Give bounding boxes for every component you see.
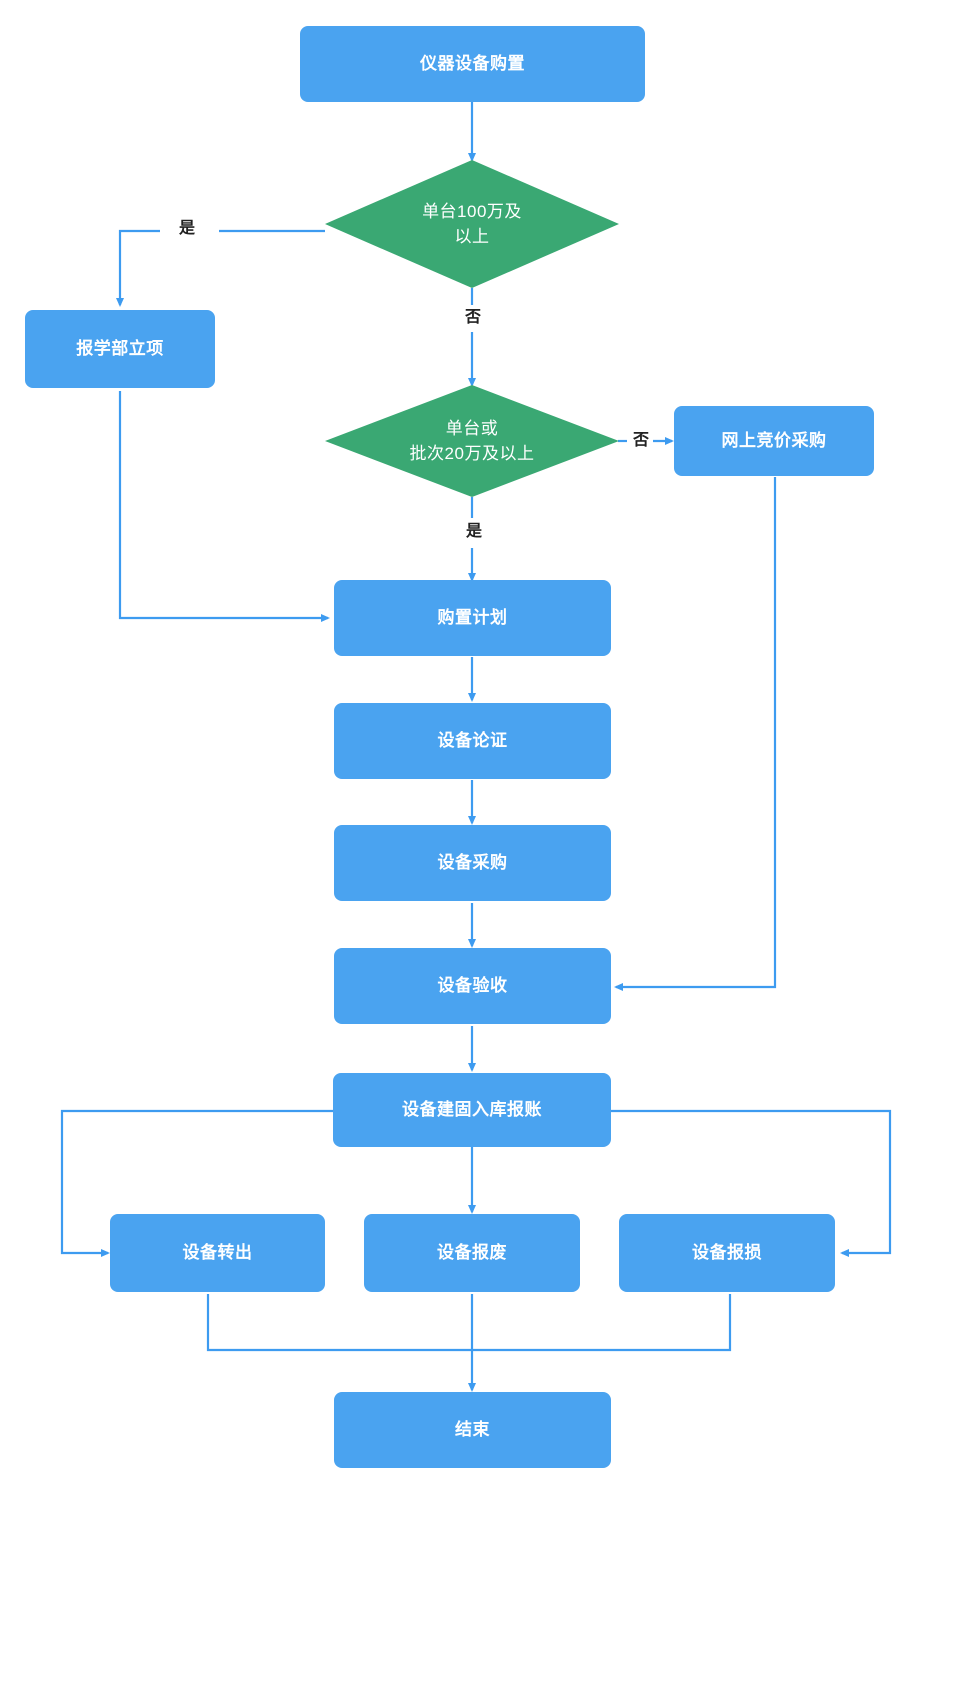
edge-bidding-to-acceptance xyxy=(614,477,777,991)
edge-label-yes-20w: 是 xyxy=(462,524,487,540)
decision-100w-shape xyxy=(325,160,619,288)
node-end[interactable]: 结束 xyxy=(334,1392,611,1468)
node-purchase-plan-label: 购置计划 xyxy=(437,607,508,627)
node-decision-20w-label: 单台或 批次20万及以上 xyxy=(409,418,535,464)
node-online-bidding-label: 网上竞价采购 xyxy=(721,430,827,450)
node-equipment-transfer-out-label: 设备转出 xyxy=(182,1242,253,1262)
node-equipment-review-label: 设备论证 xyxy=(437,730,508,750)
node-equipment-transfer-out[interactable]: 设备转出 xyxy=(110,1214,325,1292)
edge-decision100w-yes-to-faculty xyxy=(116,229,160,307)
node-end-label: 结束 xyxy=(455,1419,490,1439)
node-decision-20w[interactable]: 单台或 批次20万及以上 xyxy=(325,385,619,497)
node-purchase-plan[interactable]: 购置计划 xyxy=(334,580,611,656)
node-equipment-review[interactable]: 设备论证 xyxy=(334,703,611,779)
node-report-faculty[interactable]: 报学部立项 xyxy=(25,310,215,388)
edge-join-transfer-loss xyxy=(206,1294,732,1352)
node-asset-registration[interactable]: 设备建固入库报账 xyxy=(333,1073,611,1147)
edge-label-no-20w: 否 xyxy=(629,433,654,449)
edge-faculty-to-plan xyxy=(118,391,330,622)
node-report-faculty-label: 报学部立项 xyxy=(76,338,164,358)
node-decision-100w-label: 单台100万及 以上 xyxy=(422,201,522,247)
node-equipment-loss-label: 设备报损 xyxy=(692,1242,762,1262)
edge-label-no-100w: 否 xyxy=(461,310,486,326)
node-equipment-procurement[interactable]: 设备采购 xyxy=(334,825,611,901)
node-equipment-scrap[interactable]: 设备报废 xyxy=(364,1214,580,1292)
node-decision-100w[interactable]: 单台100万及 以上 xyxy=(325,160,619,288)
node-equipment-loss[interactable]: 设备报损 xyxy=(619,1214,835,1292)
node-start-label: 仪器设备购置 xyxy=(420,53,525,73)
decision-20w-shape xyxy=(325,385,619,497)
node-online-bidding[interactable]: 网上竞价采购 xyxy=(674,406,874,476)
node-equipment-procurement-label: 设备采购 xyxy=(437,852,508,872)
edge-label-yes-100w: 是 xyxy=(175,221,200,237)
node-equipment-scrap-label: 设备报废 xyxy=(437,1242,507,1262)
node-asset-registration-label: 设备建固入库报账 xyxy=(402,1099,542,1119)
node-equipment-acceptance[interactable]: 设备验收 xyxy=(334,948,611,1024)
node-start[interactable]: 仪器设备购置 xyxy=(300,26,645,102)
node-equipment-acceptance-label: 设备验收 xyxy=(437,975,508,995)
